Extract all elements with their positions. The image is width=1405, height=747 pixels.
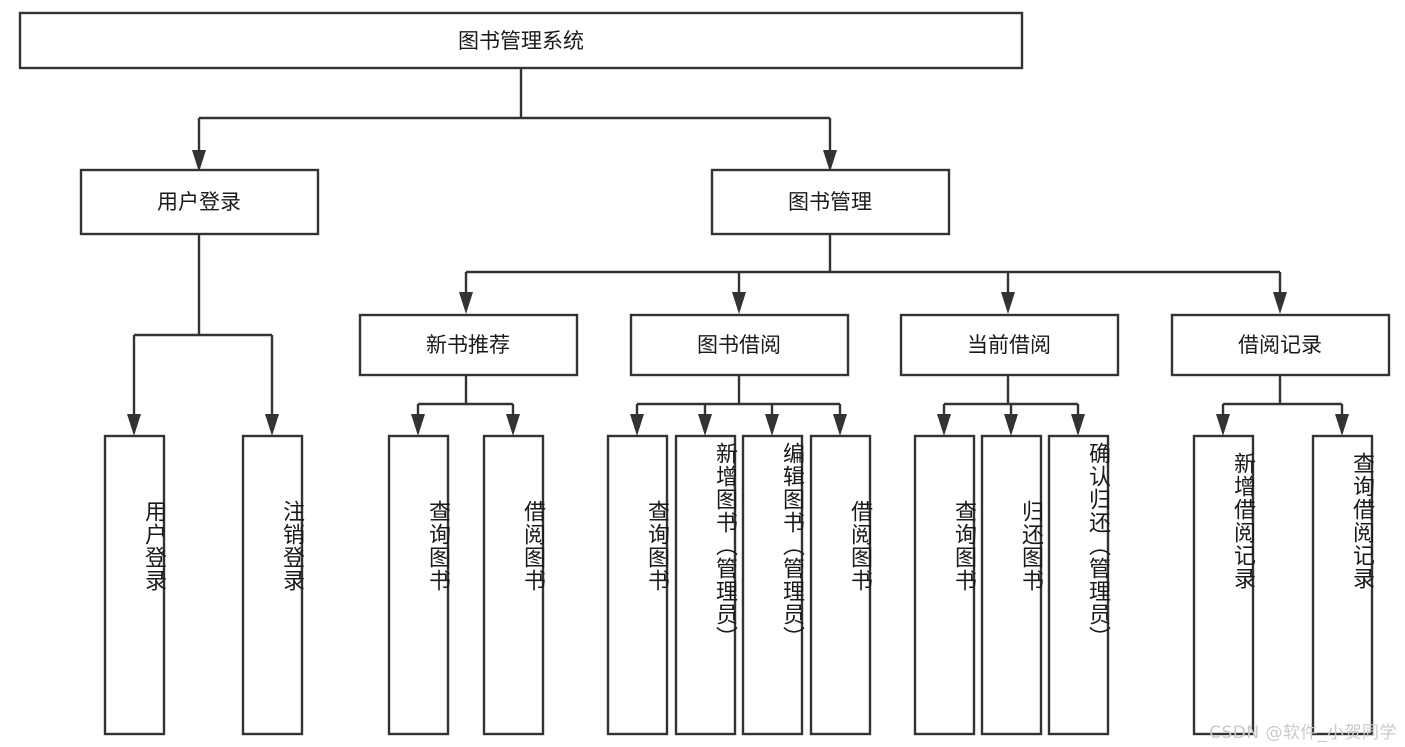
node-borrow-record-label: 借阅记录 (1238, 333, 1322, 357)
node-root[interactable]: 图书管理系统 (18, 11, 1024, 70)
edge-bookborrow-to-leaves (630, 374, 847, 436)
node-book-borrow-label: 图书借阅 (697, 333, 781, 357)
node-user-login-label: 用户登录 (157, 190, 241, 214)
node-leaf-add-book[interactable] (674, 434, 737, 736)
node-new-book-recommend-label: 新书推荐 (426, 333, 510, 357)
node-leaf-add-record[interactable] (1192, 434, 1255, 736)
node-leaf-query-record[interactable] (1311, 434, 1374, 736)
node-leaf-return-book[interactable] (980, 434, 1043, 736)
node-user-login[interactable]: 用户登录 (79, 168, 320, 236)
edge-newbook-to-leaves (411, 374, 520, 436)
node-borrow-record[interactable]: 借阅记录 (1170, 313, 1391, 377)
node-leaf-edit-book[interactable] (741, 434, 804, 736)
node-leaf-borrow-book-2[interactable] (809, 434, 872, 736)
node-current-borrow[interactable]: 当前借阅 (899, 313, 1120, 377)
csdn-watermark: CSDN @软件_小贺同学 (1209, 723, 1397, 743)
node-book-manage[interactable]: 图书管理 (710, 168, 951, 236)
node-leaf-query-book-1[interactable] (387, 434, 450, 736)
edge-bookmanage-to-level3 (459, 234, 1287, 314)
node-leaf-query-book-3[interactable] (913, 434, 976, 736)
edge-borrowrecord-to-leaves (1216, 374, 1349, 436)
node-leaf-user-login[interactable] (103, 434, 166, 736)
node-current-borrow-label: 当前借阅 (967, 333, 1051, 357)
node-leaf-logout-login[interactable] (241, 434, 304, 736)
node-leaf-query-book-2[interactable] (606, 434, 669, 736)
node-root-label: 图书管理系统 (458, 29, 584, 53)
node-new-book-recommend[interactable]: 新书推荐 (358, 313, 579, 377)
edge-currentborrow-to-leaves (937, 374, 1085, 436)
edge-root-to-level2 (192, 68, 837, 172)
node-leaf-confirm-return[interactable] (1047, 434, 1110, 736)
edge-userlogin-to-leaves (127, 234, 279, 436)
node-book-manage-label: 图书管理 (788, 190, 872, 214)
node-book-borrow[interactable]: 图书借阅 (629, 313, 850, 377)
node-leaf-borrow-book-1[interactable] (482, 434, 545, 736)
